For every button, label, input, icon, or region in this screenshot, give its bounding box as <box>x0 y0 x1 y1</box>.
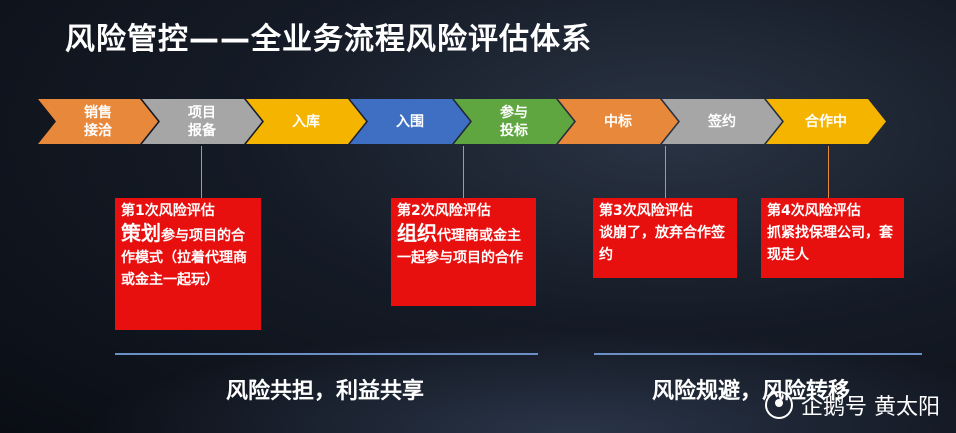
assessment-text: 参与项目的合作模式（拉着代理商或金主一起玩） <box>121 228 247 288</box>
assessment-box-3: 第3次风险评估 谈崩了，放弃合作签约 <box>593 198 737 278</box>
step-label-line1: 入库 <box>292 113 320 130</box>
step-label-line1: 入围 <box>396 113 424 130</box>
assessment-box-1: 第1次风险评估 策划参与项目的合作模式（拉着代理商或金主一起玩） <box>115 198 261 330</box>
step-label-line2: 接洽 <box>84 122 112 139</box>
step-label-line1: 中标 <box>604 113 632 130</box>
step-label-line1: 项目 <box>188 104 216 121</box>
assessment-box-2: 第2次风险评估 组织代理商或金主一起参与项目的合作 <box>391 198 536 306</box>
step-sign: 签约 <box>662 99 782 144</box>
step-cooperation: 合作中 <box>766 99 886 144</box>
page-title: 风险管控——全业务流程风险评估体系 <box>65 22 592 57</box>
step-label-line2: 报备 <box>188 122 216 139</box>
caption-right: 风险规避，风险转移 <box>652 379 851 404</box>
step-label-line1: 合作中 <box>805 113 847 130</box>
step-label-line2: 投标 <box>500 122 528 139</box>
assessment-heading: 第2次风险评估 <box>397 203 491 219</box>
assessment-keyword: 策划 <box>121 221 161 245</box>
step-label-line1: 销售 <box>84 104 112 121</box>
step-shortlist: 入围 <box>350 99 470 144</box>
step-bidding: 参与投标 <box>454 99 574 144</box>
penguin-logo-icon <box>765 391 793 419</box>
step-project-report: 项目报备 <box>142 99 262 144</box>
step-label-line1: 参与 <box>500 104 528 121</box>
assessment-text: 谈崩了，放弃合作签约 <box>599 225 725 263</box>
assessment-heading: 第1次风险评估 <box>121 203 215 219</box>
step-warehouse: 入库 <box>246 99 366 144</box>
assessment-text: 代理商或金主一起参与项目的合作 <box>397 228 523 266</box>
connector-2 <box>463 146 464 198</box>
step-sales-contact: 销售接洽 <box>38 99 158 144</box>
watermark: 企鹅号 黄太阳 <box>765 389 940 421</box>
connector-4 <box>828 146 829 198</box>
connector-1 <box>201 146 202 198</box>
assessment-heading: 第3次风险评估 <box>599 203 693 219</box>
divider-right <box>594 353 922 355</box>
caption-left: 风险共担，利益共享 <box>226 379 425 404</box>
watermark-text: 企鹅号 黄太阳 <box>801 395 940 420</box>
background-glow <box>0 313 956 433</box>
assessment-keyword: 组织 <box>397 221 437 245</box>
step-label-line1: 签约 <box>708 113 736 130</box>
assessment-heading: 第4次风险评估 <box>767 203 861 219</box>
assessment-box-4: 第4次风险评估 抓紧找保理公司，套现走人 <box>761 198 904 278</box>
divider-left <box>115 353 538 355</box>
connector-3 <box>665 146 666 198</box>
step-win-bid: 中标 <box>558 99 678 144</box>
assessment-text: 抓紧找保理公司，套现走人 <box>767 225 893 263</box>
